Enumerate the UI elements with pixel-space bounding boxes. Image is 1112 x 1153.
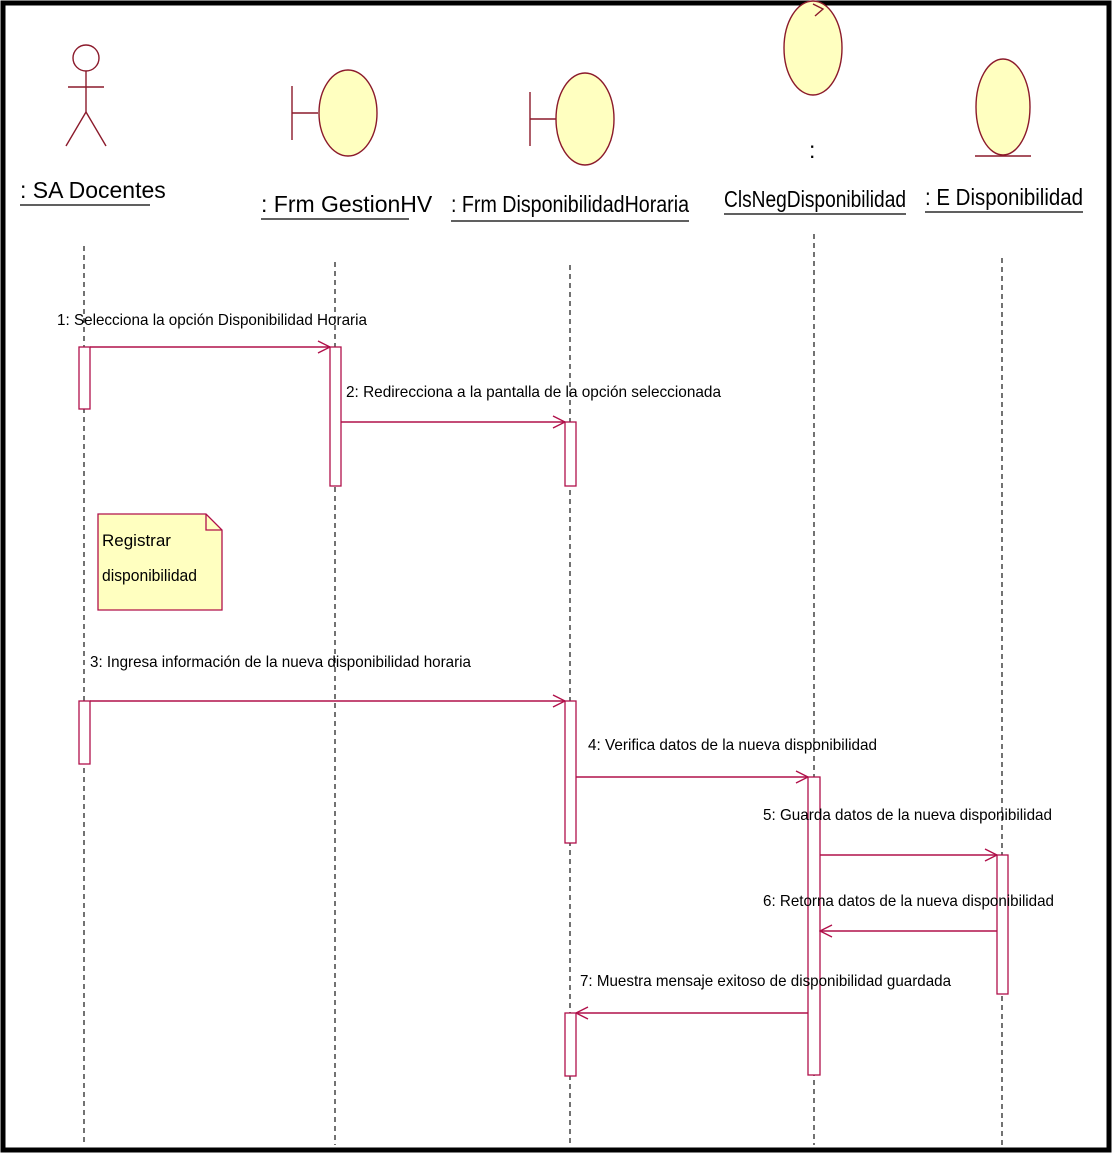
note: Registrar disponibilidad xyxy=(97,513,223,611)
activation-bar xyxy=(78,346,91,410)
participant-label-clsneg: ClsNegDisponibilidad xyxy=(724,186,906,212)
activation-bar xyxy=(564,700,577,844)
participant-label-frm-gestionhv: : Frm GestionHV xyxy=(261,191,433,217)
message-label-3: 3: Ingresa información de la nueva dispo… xyxy=(90,654,471,671)
note-line-1: Registrar xyxy=(102,531,171,550)
boundary-icon xyxy=(529,72,615,166)
message-label-6: 6: Retorna datos de la nueva disponibili… xyxy=(763,893,1054,910)
activation-bar xyxy=(329,346,342,487)
activation-bar xyxy=(564,421,577,487)
participant-label-sa-docentes: : SA Docentes xyxy=(20,177,166,203)
note-line-2: disponibilidad xyxy=(102,566,197,585)
activation-bar xyxy=(78,700,91,765)
message-label-7: 7: Muestra mensaje exitoso de disponibil… xyxy=(580,973,951,990)
message-label-4: 4: Verifica datos de la nueva disponibil… xyxy=(588,737,877,754)
control-icon xyxy=(783,0,843,96)
message-label-2: 2: Redirecciona a la pantalla de la opci… xyxy=(346,384,721,401)
participant-prefix-clsneg: : xyxy=(809,137,815,163)
activation-bar xyxy=(564,1012,577,1077)
participant-label-e-disponibilidad: : E Disponibilidad xyxy=(925,184,1083,210)
entity-icon xyxy=(975,58,1031,157)
boundary-icon xyxy=(291,69,378,157)
participant-label-frm-disponibilidad: : Frm DisponibilidadHoraria xyxy=(451,191,689,217)
message-label-1: 1: Selecciona la opción Disponibilidad H… xyxy=(57,312,367,329)
actor-icon xyxy=(65,44,107,147)
activation-bar xyxy=(996,854,1009,995)
message-label-5: 5: Guarda datos de la nueva disponibilid… xyxy=(763,807,1052,824)
